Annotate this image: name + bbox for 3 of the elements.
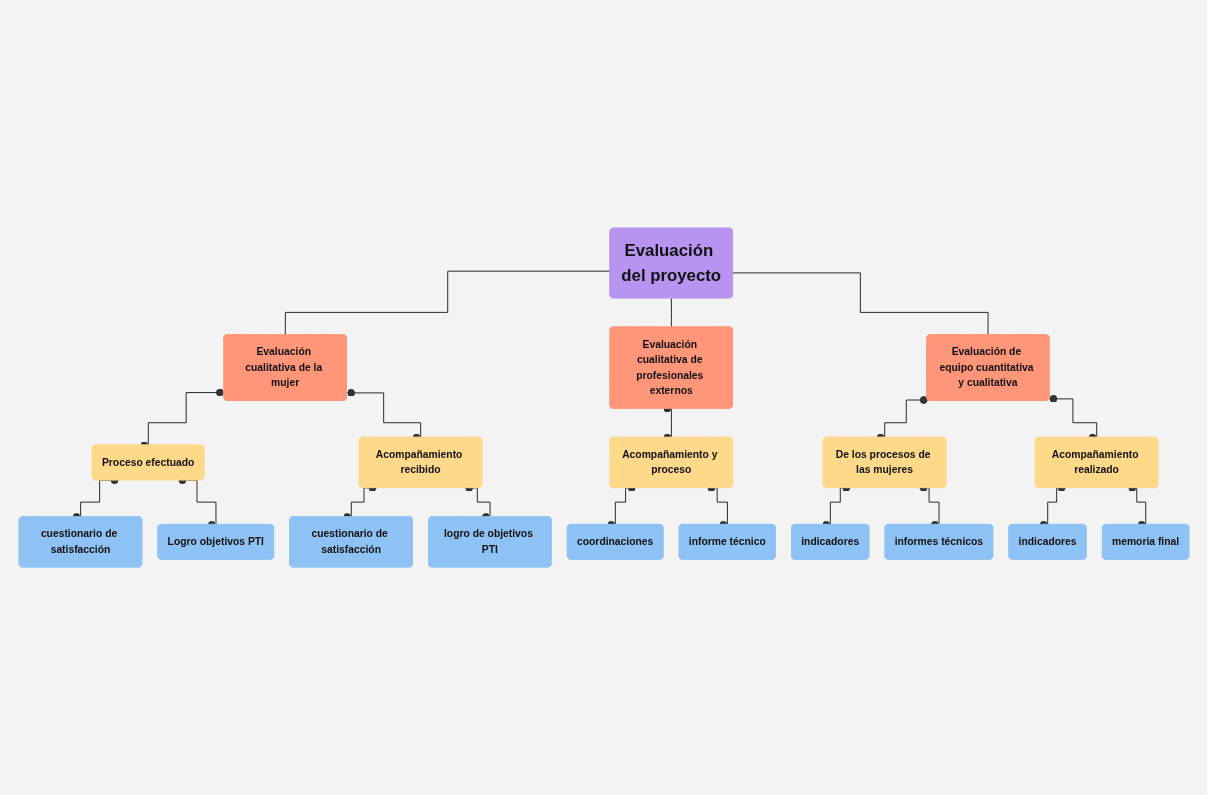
connector	[670, 297, 672, 328]
connector	[731, 272, 989, 336]
connector	[284, 270, 611, 336]
